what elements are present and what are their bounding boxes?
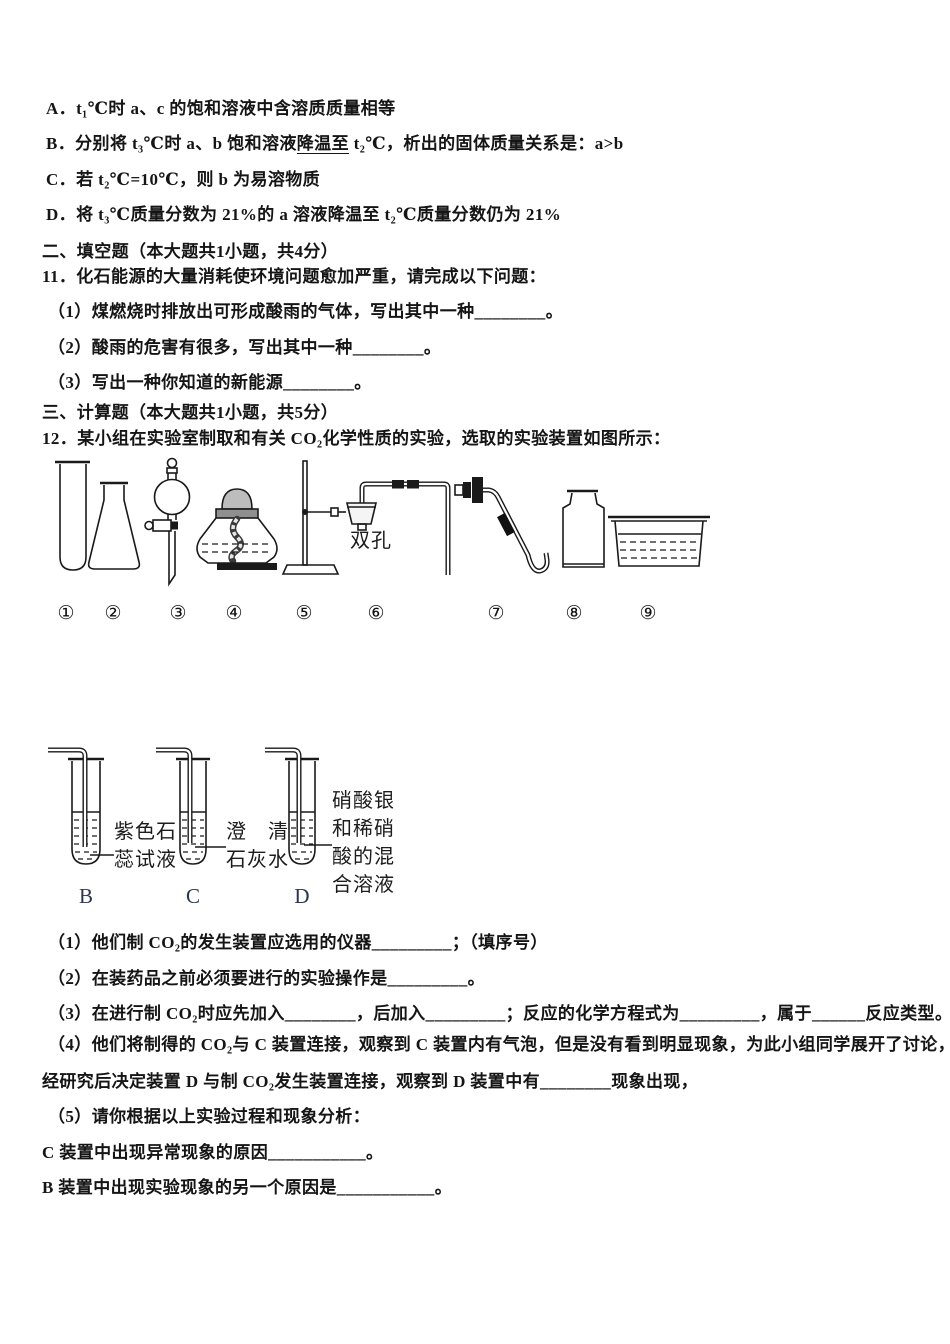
gas-bottle-icon xyxy=(562,489,605,568)
q11-stem: 11．化石能源的大量消耗使环境问题愈加严重，请完成以下问题： xyxy=(42,267,547,286)
option-d: D．将 t₃℃质量分数为 21%的 a 溶液降温至 t₂℃质量分数仍为 21% xyxy=(46,205,562,224)
q12-part-2: （2）在装药品之前必须要进行的实验操作是_________。 xyxy=(48,969,485,988)
apparatus-label-8: ⑧ xyxy=(565,602,583,624)
separating-funnel-icon xyxy=(144,457,191,587)
apparatus-label-2: ② xyxy=(104,602,122,624)
test-tube-icon xyxy=(55,460,90,571)
test-tubes-figure: 紫色石 蕊试液 澄 清 石灰水 硝酸银 和稀硝 酸的混 合溶液 B C D xyxy=(40,737,410,917)
q12-part-5-b: B 装置中出现实验现象的另一个原因是___________。 xyxy=(42,1178,453,1197)
test-tubes-diagram xyxy=(48,747,332,865)
q12-stem: 12．某小组在实验室制取和有关 CO₂化学性质的实验，选取的实验装置如图所示： xyxy=(42,429,671,448)
q12-part-4-line2: 经研究后决定装置 D 与制 CO₂发生装置连接，观察到 D 装置中有______… xyxy=(42,1072,699,1091)
apparatus-label-1: ① xyxy=(57,602,75,624)
apparatus-label-5: ⑤ xyxy=(295,602,313,624)
tube-letter-b: B xyxy=(78,884,93,908)
q11-part-2: （2）酸雨的危害有很多，写出其中一种________。 xyxy=(48,338,442,357)
q12-part-5-c: C 装置中出现异常现象的原因___________。 xyxy=(42,1143,384,1162)
alcohol-lamp-icon xyxy=(196,488,278,570)
reagent-label-b: 紫色石 蕊试液 xyxy=(114,821,177,871)
apparatus-label-7: ⑦ xyxy=(487,602,505,624)
option-b-post: t₂℃，析出的固体质量关系是：a>b xyxy=(348,134,624,153)
q12-part-5: （5）请你根据以上实验过程和现象分析： xyxy=(48,1107,371,1126)
option-a: A．t₁℃时 a、c 的饱和溶液中含溶质质量相等 xyxy=(46,99,396,118)
apparatus-label-4: ④ xyxy=(225,602,243,624)
section-fill-header: 二、填空题（本大题共1小题，共4分） xyxy=(42,242,339,261)
apparatus-label-3: ③ xyxy=(169,602,187,624)
option-b-underlined: 降温至 xyxy=(296,134,349,154)
apparatus-figure: 双孔 ① ② ③ ④ ⑤ ⑥ ⑦ ⑧ ⑨ xyxy=(40,453,715,638)
reagent-label-d: 硝酸银 和稀硝 酸的混 合溶液 xyxy=(332,790,395,896)
conical-flask-icon xyxy=(87,481,141,570)
option-c: C．若 t₂℃=10℃，则 b 为易溶物质 xyxy=(46,170,321,189)
apparatus-label-9: ⑨ xyxy=(639,602,657,624)
q11-part-1: （1）煤燃烧时排放出可形成酸雨的气体，写出其中一种________。 xyxy=(48,302,564,321)
q12-part-1: （1）他们制 CO₂的发生装置应选用的仪器_________；（填序号） xyxy=(48,933,548,952)
section-calc-header: 三、计算题（本大题共1小题，共5分） xyxy=(42,403,339,422)
tube-d-icon xyxy=(265,747,332,865)
option-b-pre: B．分别将 t₃℃时 a、b 饱和溶液 xyxy=(46,134,297,153)
tube-letter-c: C xyxy=(185,884,200,908)
q11-part-3: （3）写出一种你知道的新能源________。 xyxy=(48,373,372,392)
option-b: B．分别将 t₃℃时 a、b 饱和溶液降温至 t₂℃，析出的固体质量关系是：a>… xyxy=(46,132,624,156)
reagent-label-c: 澄 清 石灰水 xyxy=(226,821,289,871)
tube-b-icon xyxy=(48,747,114,865)
tube-letter-d: D xyxy=(294,884,310,908)
tube-c-icon xyxy=(156,747,226,865)
apparatus-diagram xyxy=(55,457,710,587)
water-trough-icon xyxy=(608,515,710,567)
double-hole-label: 双孔 xyxy=(350,530,392,552)
iron-stand-icon xyxy=(281,460,346,575)
q12-part-4-line1: （4）他们将制得的 CO₂与 C 装置连接，观察到 C 装置内有气泡，但是没有看… xyxy=(48,1035,950,1054)
q12-part-3: （3）在进行制 CO₂时应先加入________，后加入_________；反应… xyxy=(48,1004,950,1023)
bent-delivery-tube-icon xyxy=(454,477,550,574)
apparatus-label-6: ⑥ xyxy=(367,602,385,624)
double-hole-stopper-tube-icon xyxy=(345,480,451,575)
